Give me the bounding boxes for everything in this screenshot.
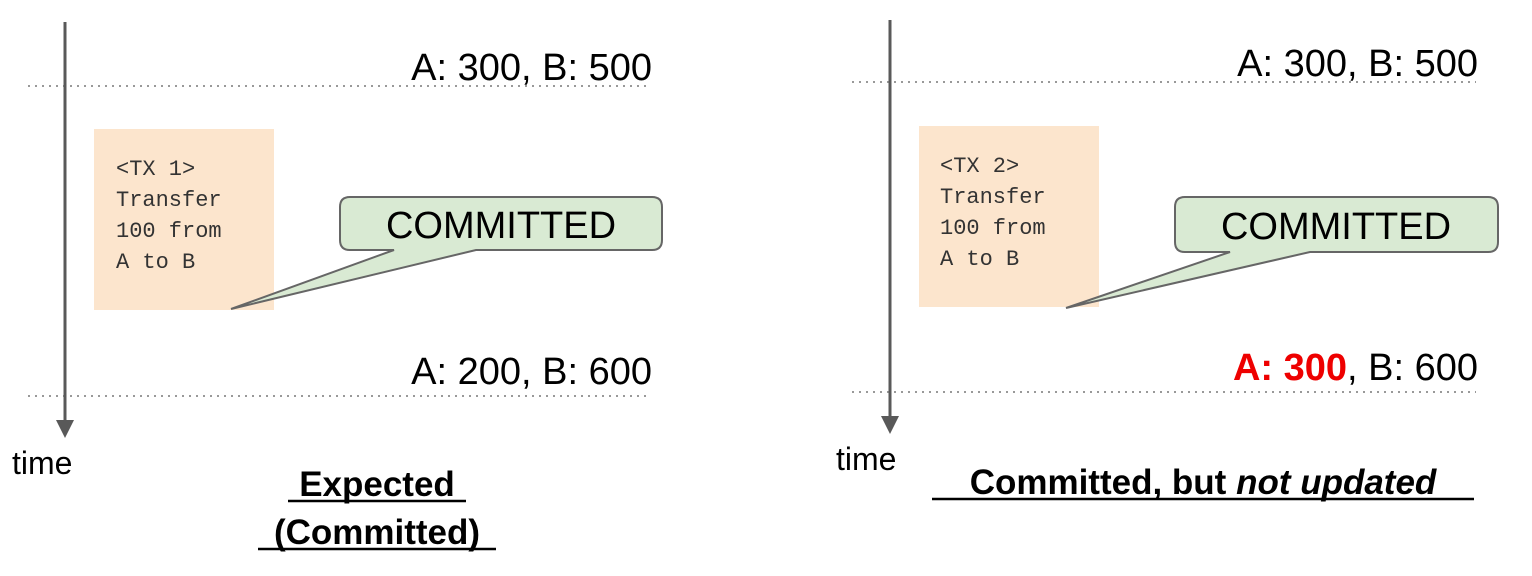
right-tx-line-1: <TX 2> [940,154,1019,179]
left-committed-label: COMMITTED [386,205,616,247]
right-after-state-highlight: A: 300 [1233,347,1347,389]
right-before-state: A: 300, B: 500 [1237,43,1478,85]
right-after-state-rest: , B: 600 [1347,347,1478,389]
left-tx-line-4: A to B [116,250,195,275]
right-panel: time A: 300, B: 500 A: 300, B: 600 <TX 2… [836,20,1499,502]
right-tx-line-4: A to B [940,247,1019,272]
left-tx-line-1: <TX 1> [116,157,195,182]
right-tx-line-2: Transfer [940,185,1046,210]
right-caption: Committed, but not updated [970,463,1437,502]
right-tx-line-3: 100 from [940,216,1046,241]
right-caption-italic: not updated [1236,463,1437,502]
right-time-label: time [836,441,896,477]
left-before-state: A: 300, B: 500 [411,47,652,89]
left-tx-box [94,129,274,310]
left-time-arrowhead [56,420,74,438]
left-panel: time A: 300, B: 500 A: 200, B: 600 <TX 1… [12,22,663,552]
left-caption-line-1: Expected [299,465,455,504]
right-committed-label: COMMITTED [1221,206,1451,248]
left-committed-bubble [230,196,663,310]
left-caption-line-2: (Committed) [274,513,480,552]
left-after-state: A: 200, B: 600 [411,351,652,393]
right-tx-box [919,126,1099,307]
left-time-label: time [12,445,72,481]
right-committed-bubble [1065,196,1499,309]
right-time-arrowhead [881,416,899,434]
left-tx-line-3: 100 from [116,219,222,244]
left-tx-line-2: Transfer [116,188,222,213]
right-caption-normal: Committed, but [970,463,1236,502]
right-after-state: A: 300, B: 600 [1233,347,1478,389]
